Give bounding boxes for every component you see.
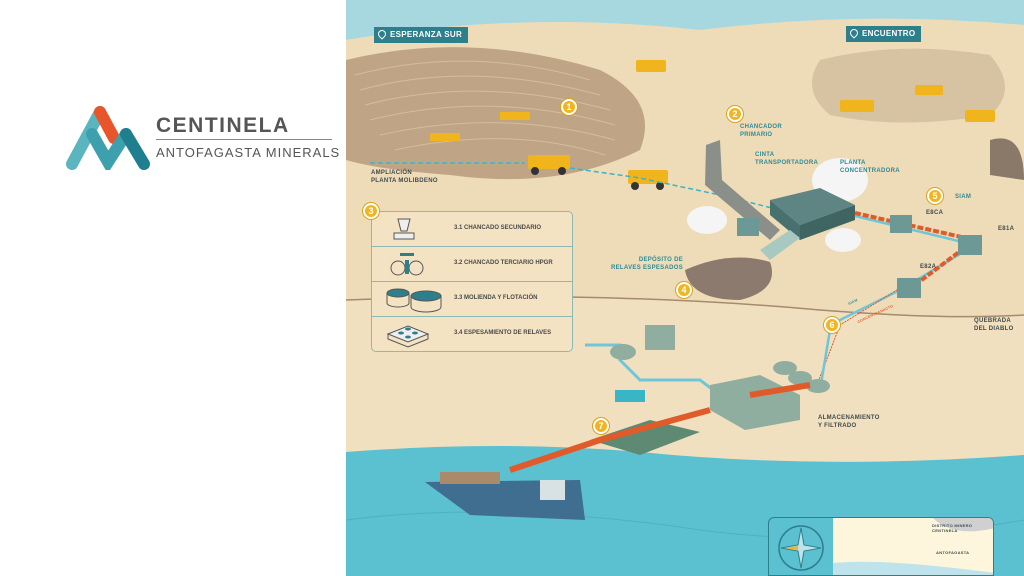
centinela-logo-icon [66, 106, 150, 170]
compass-rose-icon [778, 525, 824, 571]
label-e8ca: E8CA [926, 210, 944, 216]
thickener-icon [386, 325, 430, 348]
flotation-tanks-icon [386, 288, 442, 313]
map-land: DISTRITO MINERO CENTINELA ANTOFAGASTA [833, 518, 993, 575]
site-encuentro: ENCUENTRO [846, 26, 922, 42]
logo-subtitle: ANTOFAGASTA MINERALS [156, 145, 341, 160]
step-badge-7: 7 [593, 418, 609, 434]
crusher-icon [393, 218, 415, 240]
site-label: ENCUENTRO [862, 29, 916, 38]
logo-panel: CENTINELA ANTOFAGASTA MINERALS [0, 0, 346, 576]
label-siam: SIAM [955, 194, 972, 200]
step-badge-6: 6 [824, 317, 840, 333]
logo-divider [156, 139, 332, 140]
label-e81a: E81A [998, 226, 1015, 232]
legend-row: 3.4 ESPESAMIENTO DE RELAVES [372, 317, 572, 352]
hpgr-rollers-icon [390, 253, 424, 276]
process-legend: 3.1 CHANCADO SECUNDARIO 3.2 CHANCADO TER… [371, 211, 573, 352]
site-esperanza-sur: ESPERANZA SUR [374, 27, 469, 43]
map-place-centinela: DISTRITO MINERO CENTINELA [932, 523, 973, 533]
location-map: DISTRITO MINERO CENTINELA ANTOFAGASTA [768, 517, 994, 576]
map-place-antofagasta: ANTOFAGASTA [936, 550, 970, 555]
step-badge-5: 5 [927, 188, 943, 204]
site-label: ESPERANZA SUR [390, 30, 463, 39]
location-pin-icon [848, 27, 860, 39]
label-e82a: E82A [920, 264, 937, 270]
location-pin-icon [376, 28, 388, 40]
step-badge-2: 2 [727, 106, 743, 122]
legend-row: 3.1 CHANCADO SECUNDARIO [372, 212, 572, 247]
step-badge-4: 4 [676, 282, 692, 298]
legend-row: 3.3 MOLIENDA Y FLOTACIÓN [372, 282, 572, 317]
haul-trucks [430, 60, 995, 184]
step-badge-1: 1 [561, 99, 577, 115]
step-badge-3: 3 [363, 203, 379, 219]
logo-title: CENTINELA [156, 114, 290, 137]
legend-row: 3.2 CHANCADO TERCIARIO HPGR [372, 247, 572, 282]
